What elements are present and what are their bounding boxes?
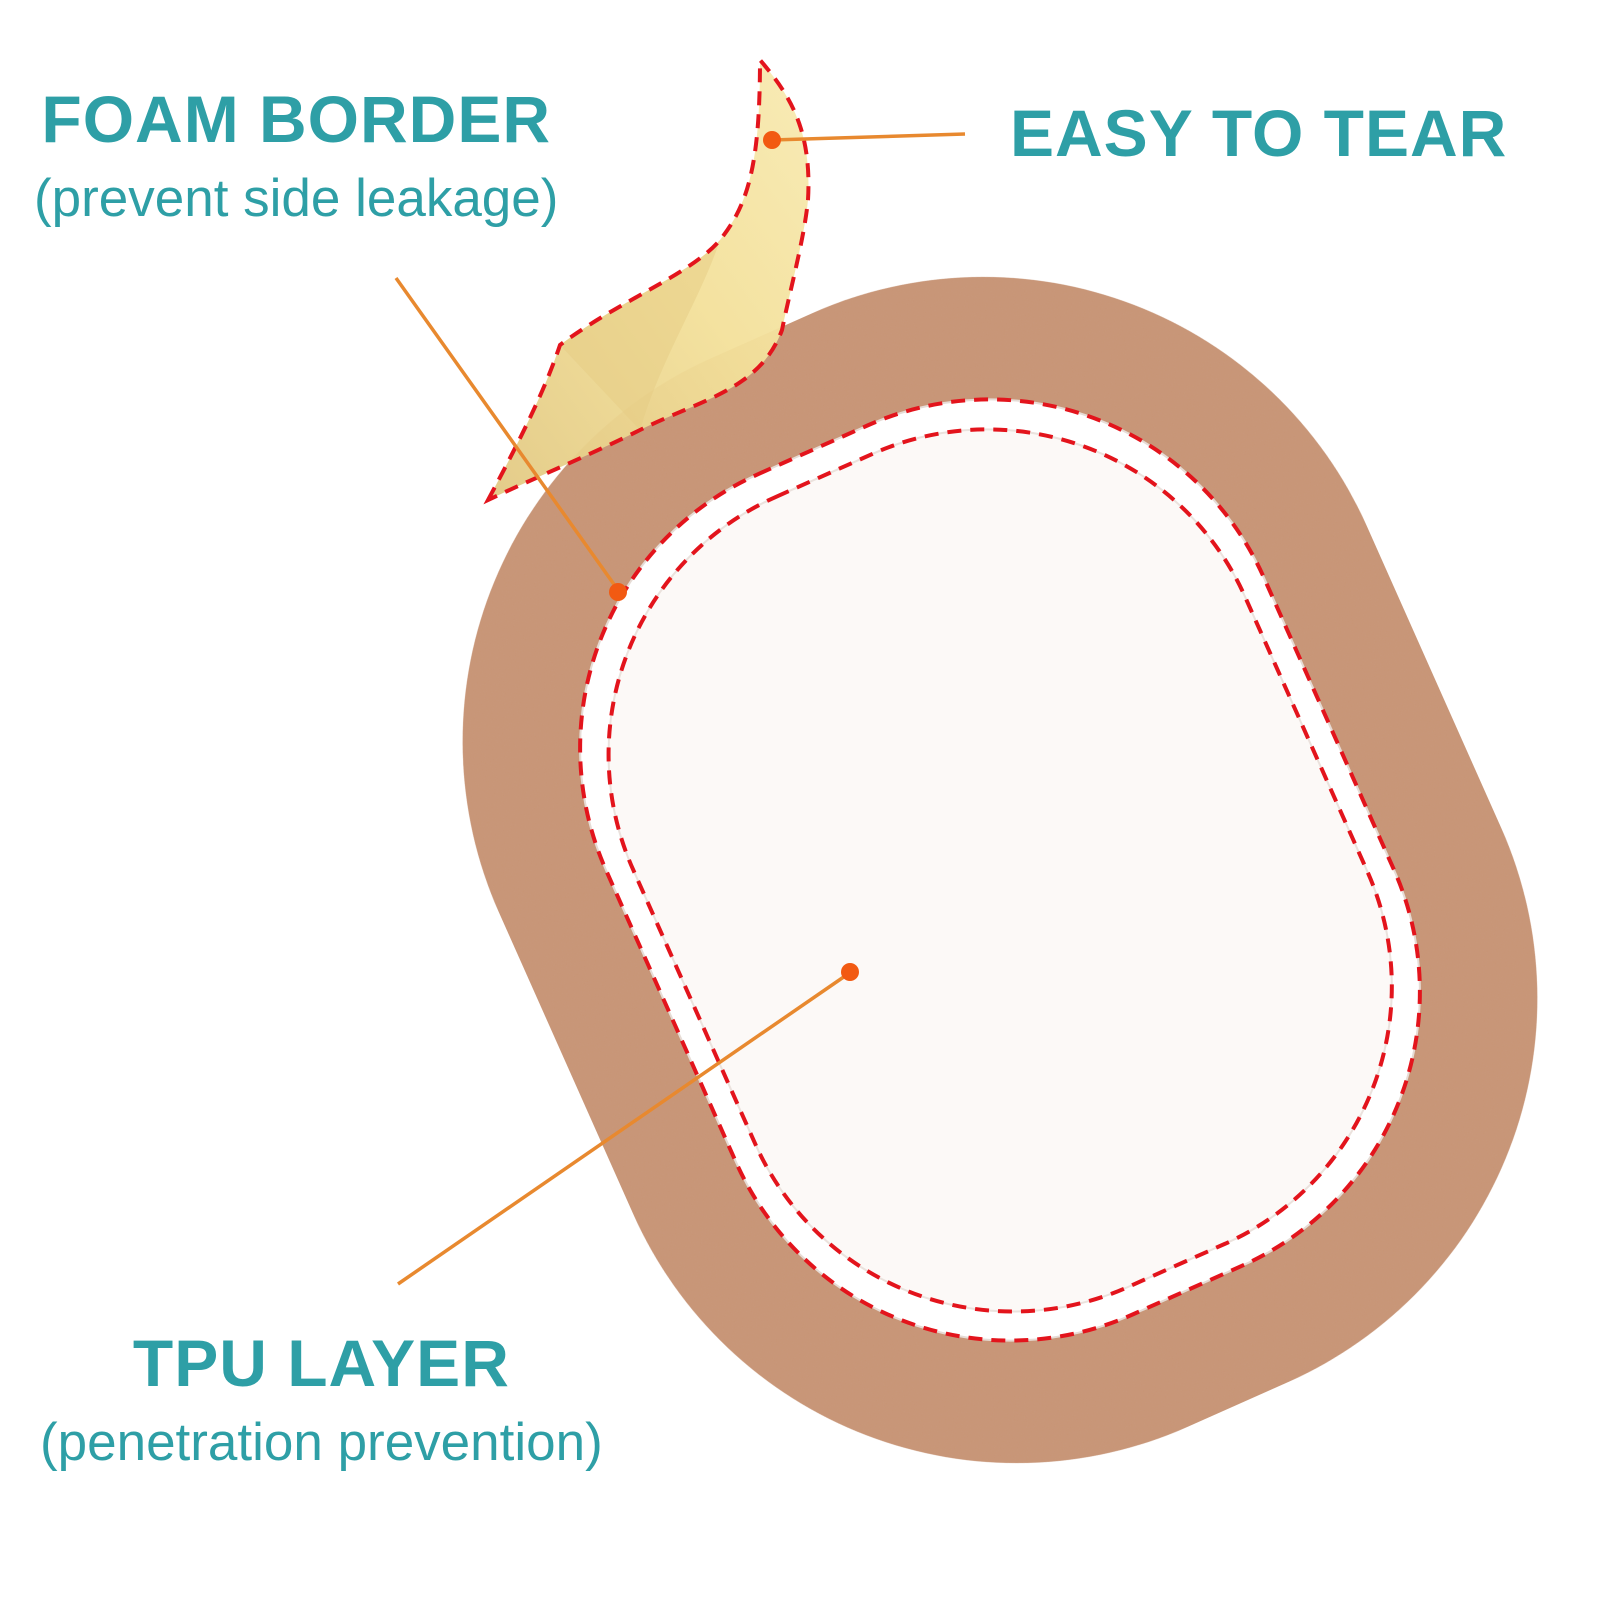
- easy-to-tear-marker-dot: [763, 131, 781, 149]
- easy-to-tear-leader-line: [771, 132, 966, 142]
- foam-border-subtitle: (prevent side leakage): [34, 169, 559, 228]
- tpu-layer-title: TPU LAYER: [132, 1326, 510, 1400]
- tpu-layer-callout: TPU LAYER (penetration prevention): [40, 1330, 603, 1469]
- release-liner-tab: [483, 54, 811, 505]
- easy-to-tear-title: EASY TO TEAR: [1010, 96, 1508, 170]
- easy-to-tear-callout: EASY TO TEAR: [1010, 100, 1507, 166]
- foam-border-leader-line: [394, 276, 620, 592]
- foam-border-marker-dot: [609, 583, 627, 601]
- tpu-outer-dashed-outline: [578, 397, 1422, 1343]
- tpu-layer-leader-line: [397, 972, 849, 1286]
- tpu-layer-subtitle: (penetration prevention): [40, 1413, 603, 1472]
- foam-border-title: FOAM BORDER: [41, 82, 552, 156]
- foam-border-callout: FOAM BORDER (prevent side leakage): [34, 86, 558, 225]
- tpu-layer-marker-dot: [841, 963, 859, 981]
- pad-inner-dashed-outline: [606, 427, 1394, 1314]
